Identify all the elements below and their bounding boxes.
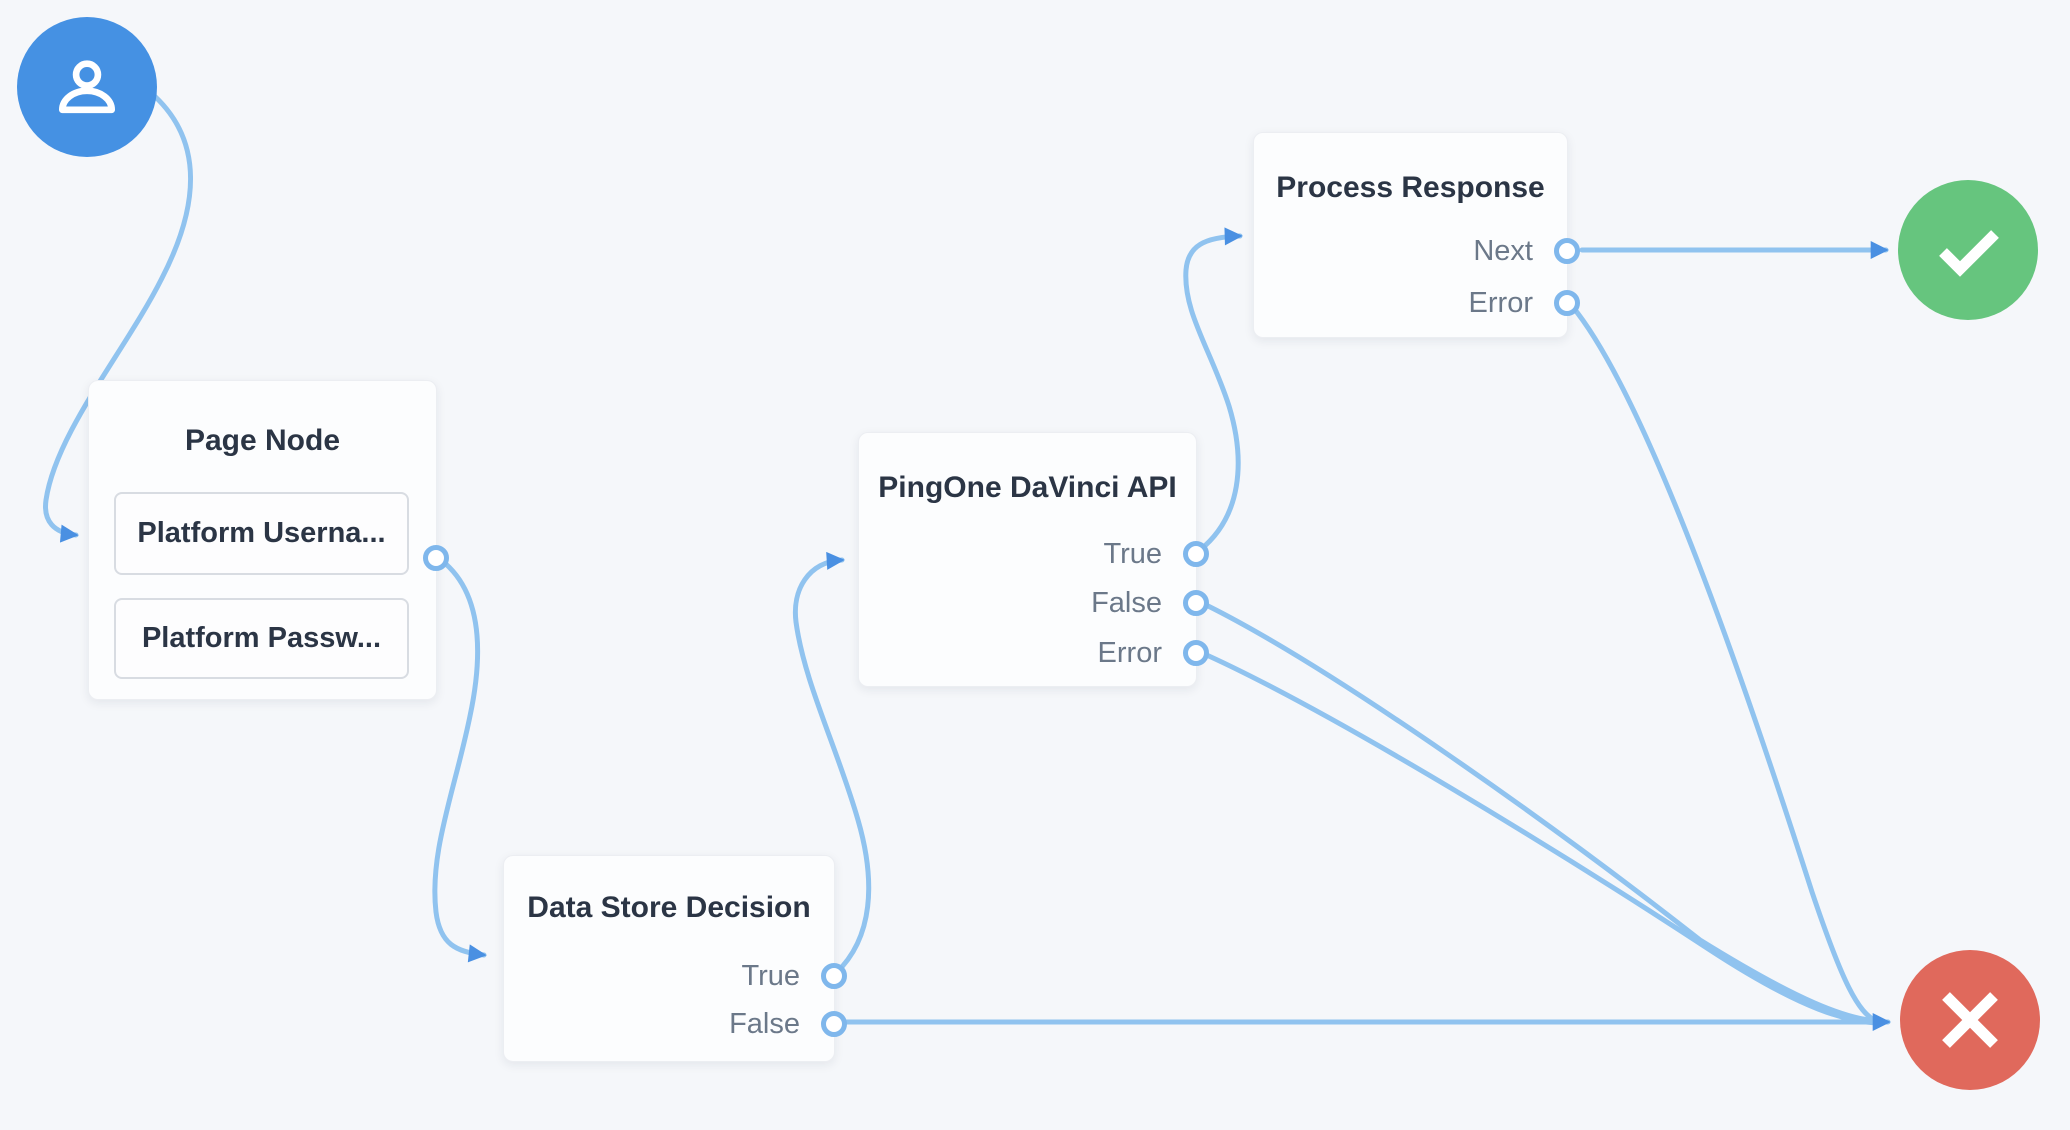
start-node[interactable] [17,17,157,157]
output-port-true[interactable] [1183,541,1209,567]
node-process-response[interactable]: Process Response Next Error [1253,132,1580,338]
connector-pingone-false-to-failure [1197,599,1879,1024]
data-store-decision-title: Data Store Decision [527,891,811,924]
node-data-store-decision[interactable]: Data Store Decision True False [503,855,847,1062]
output-label-error: Error [1468,287,1533,319]
connector-start-to-page-node [43,89,193,543]
connector-process-response-error-to-failure [1569,303,1879,1024]
output-port-next[interactable] [1554,238,1580,264]
output-port-false[interactable] [1183,590,1209,616]
output-label-next: Next [1473,235,1533,267]
connector-page-node-to-data-store-decision [432,554,487,963]
success-node[interactable] [1898,180,2038,320]
output-port-error[interactable] [1183,640,1209,666]
output-label-true: True [741,960,800,992]
page-node-output-port[interactable] [423,545,449,571]
check-icon [1928,210,2008,290]
user-icon [49,49,125,125]
page-node-title: Page Node [184,424,341,457]
pingone-api-title: PingOne DaVinci API [878,471,1177,504]
output-port-true[interactable] [821,963,847,989]
connector-pingone-error-to-failure [1197,649,1879,1026]
field-platform-password[interactable]: Platform Passw... [114,598,409,679]
node-page-node[interactable]: Page Node Platform Userna... Platform Pa… [88,380,449,700]
output-label-true: True [1103,538,1162,570]
failure-node[interactable] [1900,950,2040,1090]
process-response-title: Process Response [1276,171,1545,204]
output-label-false: False [1091,587,1162,619]
connector-data-store-true-to-pingone-api [792,551,872,976]
output-port-false[interactable] [821,1011,847,1037]
node-pingone-davinci-api[interactable]: PingOne DaVinci API True False Error [858,432,1209,687]
field-platform-username[interactable]: Platform Userna... [114,492,409,575]
output-port-error[interactable] [1554,290,1580,316]
connector-pingone-true-to-process-response [1183,227,1243,553]
output-label-false: False [729,1008,800,1040]
close-icon [1930,980,2010,1060]
output-label-error: Error [1097,637,1162,669]
